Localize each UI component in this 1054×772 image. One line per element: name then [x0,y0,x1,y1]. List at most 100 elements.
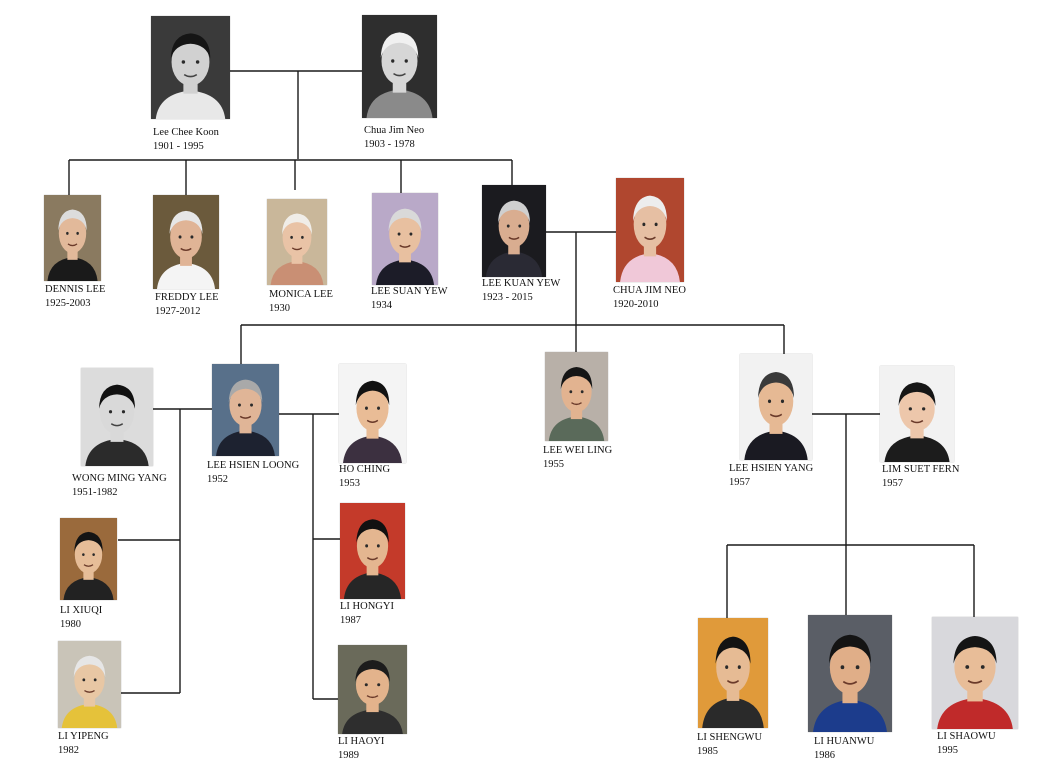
person-years: 1903 - 1978 [364,139,415,150]
portrait-photo [740,354,812,460]
portrait-face [899,386,935,431]
person-name: DENNIS LEE [45,284,106,295]
portrait-photo [698,618,768,728]
portrait-shoulders [47,257,98,281]
portrait-face [282,217,312,258]
portrait-face [829,640,871,695]
person-name: LEE WEI LING [543,445,613,456]
portrait-face [389,212,421,256]
portrait-photo [153,195,219,289]
portrait-shoulders [937,697,1013,729]
portrait-shoulders [343,435,402,463]
person-name: LEE KUAN YEW [482,278,561,289]
person-name: Lee Chee Koon [153,127,219,138]
person-years: 1934 [371,300,392,311]
portrait-photo [151,16,230,119]
portrait-hair [74,531,103,553]
portrait-shoulders [744,430,808,460]
person-years: 1955 [543,459,564,470]
person-years: 1925-2003 [45,298,91,309]
person-name: LI HONGYI [340,601,394,612]
person-years: 1987 [340,615,361,626]
portrait-shoulders [485,251,543,277]
person-years: 1951-1982 [72,487,118,498]
person-years: 1989 [338,750,359,761]
portrait-shoulders [63,577,114,600]
portrait-photo [60,518,117,600]
portrait-shoulders [620,253,680,282]
person-name: LI SHAOWU [937,731,996,742]
person-name: LEE HSIEN LOONG [207,460,300,471]
person-years: 1927-2012 [155,306,201,317]
portrait-shoulders [61,703,118,728]
person-years: 1930 [269,303,290,314]
portrait-hair [282,213,312,235]
person-years: 1995 [937,745,958,756]
portrait-face [356,385,389,432]
person-years: 1923 - 2015 [482,292,533,303]
portrait-neck [291,251,303,264]
person-years: 1953 [339,478,360,489]
portrait-neck [399,249,411,263]
portrait-face [74,659,105,700]
portrait-photo [616,178,684,282]
portrait-photo [81,368,153,466]
portrait-shoulders [813,699,887,732]
portrait-hair [829,634,871,664]
portrait-shoulders [702,697,764,728]
person-name: LI HAOYI [338,736,385,747]
portrait-face [758,376,794,426]
portrait-photo [44,195,101,281]
portrait-face [74,535,103,574]
person-years: 1920-2010 [613,299,659,310]
portrait-neck [67,247,78,260]
portrait-hair [560,367,593,389]
portrait-photo [340,503,405,599]
portrait-face [229,383,262,427]
portrait-photo [482,185,546,277]
person-name: LI SHENGWU [697,732,763,743]
portrait-hair [953,635,997,664]
portrait-neck [180,252,192,266]
portrait-hair [388,208,422,232]
portrait-neck [508,241,520,255]
portrait-shoulders [155,90,226,119]
portrait-face [381,37,418,85]
portrait-face [58,213,87,254]
portrait-face [99,389,135,435]
portrait-face [498,204,530,248]
portrait-shoulders [342,709,403,734]
portrait-hair [58,209,87,231]
person-name: Chua Jim Neo [364,125,425,136]
person-name: LI YIPENG [58,731,109,742]
portrait-face [716,641,750,693]
person-years: 1982 [58,745,79,756]
portrait-shoulders [375,259,435,285]
person-name: HO CHING [339,464,391,475]
person-name: LEE HSIEN YANG [729,463,814,474]
portrait-hair [355,660,390,682]
person-years: 1957 [729,477,750,488]
person-name: LI HUANWU [814,736,875,747]
portrait-face [355,664,390,706]
portrait-photo [880,366,954,462]
person-name: LEE SUAN YEW [371,286,448,297]
portrait-hair [170,33,211,59]
portrait-hair [498,200,530,224]
portrait-hair [715,636,751,664]
portrait-shoulders [884,435,950,462]
portrait-shoulders [270,261,324,285]
portrait-photo [267,199,327,285]
portrait-photo [212,364,279,456]
portrait-neck [83,568,94,580]
portrait-hair [355,380,390,406]
portrait-hair [169,210,203,235]
person-name: LI XIUQI [60,605,103,616]
portrait-shoulders [343,572,402,599]
portrait-photo [338,645,407,734]
person-name: FREDDY LEE [155,292,219,303]
portrait-shoulders [216,430,275,456]
portrait-face [954,641,996,693]
